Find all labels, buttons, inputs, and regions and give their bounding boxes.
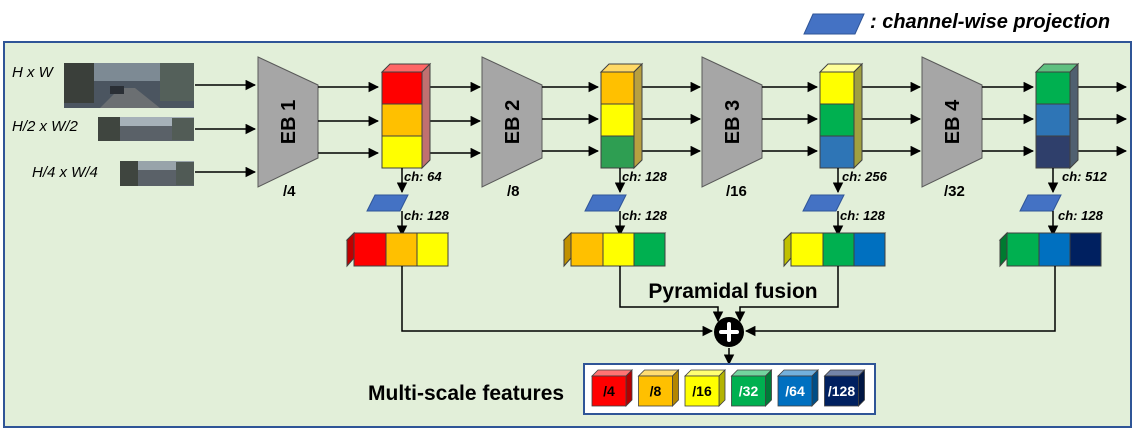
- channel-out-2: ch: 128: [622, 208, 668, 223]
- output-chip-face: [591, 375, 627, 407]
- output-chip-side: [718, 369, 726, 407]
- projection-column-3: [802, 168, 845, 237]
- output-chip-label: /64: [785, 383, 805, 399]
- channel-out-1: ch: 128: [404, 208, 450, 223]
- output-chip-face: [777, 375, 813, 407]
- encoder-to-stack-arrows: [318, 81, 1035, 159]
- output-chip-label: /4: [603, 383, 615, 399]
- encoder-block-4: [921, 56, 983, 188]
- feature-stack-1: [380, 62, 432, 170]
- input-label-half: H/2 x W/2: [12, 118, 79, 135]
- output-chip-top: [684, 369, 726, 377]
- output-chip-side: [765, 369, 772, 407]
- channel-in-2: ch: 128: [622, 169, 668, 184]
- legend-projection-icon: [803, 13, 865, 35]
- input-label-quarter: H/4 x W/4: [32, 164, 98, 181]
- legend-projection-label: : channel-wise projection: [870, 11, 1110, 33]
- channel-out-4: ch: 128: [1058, 208, 1104, 223]
- fusion-connectors: [401, 266, 1056, 366]
- encoder-block-2-scale: /8: [507, 183, 520, 200]
- channel-in-3: ch: 256: [842, 169, 888, 184]
- encoder-block-2: [481, 56, 543, 188]
- encoder-block-3: [701, 56, 763, 188]
- projection-column-2: [584, 168, 627, 237]
- output-chip-top: [730, 369, 773, 377]
- encoder-block-3-scale: /16: [726, 183, 747, 200]
- output-chip-face: [638, 375, 673, 407]
- encoder-block-4-scale: /32: [944, 183, 965, 200]
- projection-column-1: [366, 168, 409, 237]
- plus-icon: [719, 322, 739, 342]
- output-title: Multi-scale features: [368, 382, 564, 405]
- output-chip: /32: [730, 369, 773, 407]
- projection-column-4: [1019, 168, 1062, 237]
- input-image-full: [64, 63, 194, 108]
- projected-block-3: [782, 231, 887, 268]
- channel-in-1: ch: 64: [404, 169, 442, 184]
- projected-block-4: [998, 231, 1103, 268]
- output-chip-side: [672, 369, 679, 407]
- output-chip-face: [824, 375, 859, 407]
- output-chip-label: /32: [739, 383, 759, 399]
- fusion-label: Pyramidal fusion: [648, 280, 817, 303]
- output-chip-top: [591, 369, 633, 377]
- output-chip-face: [731, 375, 766, 407]
- output-chip-top: [823, 369, 866, 377]
- encoder-block-4-label: EB 4: [942, 99, 964, 144]
- output-chip-side: [811, 369, 819, 407]
- input-label-full: H x W: [12, 64, 55, 81]
- channel-out-3: ch: 128: [840, 208, 886, 223]
- output-chips: /4/8/16/32/64/128: [591, 369, 866, 407]
- output-chip-top: [637, 369, 680, 377]
- stack-to-encoder-arrows: [428, 81, 1128, 159]
- encoder-block-2-label: EB 2: [502, 100, 524, 144]
- output-chip: /4: [591, 369, 633, 407]
- output-chip: /128: [823, 369, 866, 407]
- output-chip-label: /16: [692, 383, 712, 399]
- output-chip-face: [684, 375, 720, 407]
- feature-stack-4: [1034, 62, 1080, 170]
- projected-block-2: [562, 231, 667, 268]
- input-image-half: [98, 117, 194, 141]
- encoder-block-3-label: EB 3: [722, 100, 744, 144]
- output-chip-label: /128: [828, 383, 855, 399]
- output-chip: /8: [637, 369, 680, 407]
- encoder-block-1-label: EB 1: [278, 100, 300, 144]
- output-chip: /16: [684, 369, 726, 407]
- projected-block-1: [345, 231, 450, 268]
- encoder-block-1: [257, 56, 319, 188]
- output-chip-side: [625, 369, 633, 407]
- channel-in-4: ch: 512: [1062, 169, 1108, 184]
- feature-stack-2: [599, 62, 644, 170]
- output-chip-top: [777, 369, 819, 377]
- output-chip-side: [858, 369, 865, 407]
- input-image-quarter: [120, 161, 194, 186]
- output-chip: /64: [777, 369, 819, 407]
- output-chip-label: /8: [650, 383, 662, 399]
- feature-stack-3: [818, 62, 864, 170]
- encoder-block-1-scale: /4: [283, 183, 296, 200]
